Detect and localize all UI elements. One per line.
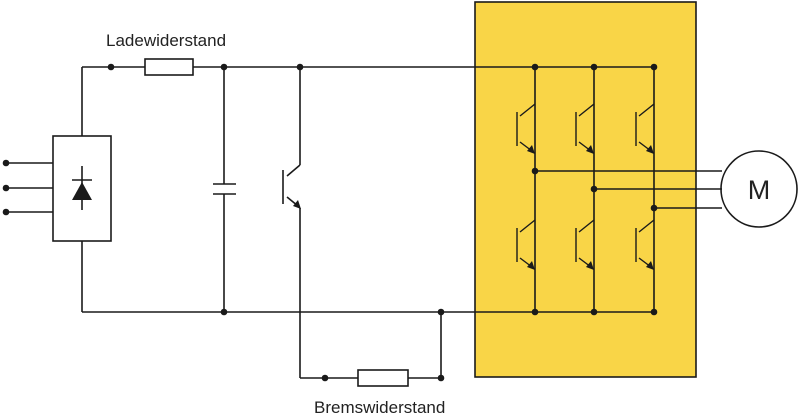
brake-chopper-transistor [282,67,301,378]
charging-resistor-label: Ladewiderstand [106,31,226,50]
braking-resistor-branch [300,312,445,382]
igbt-upper-3 [631,103,655,154]
charging-resistor [144,58,194,76]
igbt-lower-3 [631,219,655,270]
dc-link-capacitor [213,67,236,312]
bottom-dc-rail [81,241,654,316]
igbt-upper-1 [512,103,536,154]
braking-resistor [357,369,409,387]
braking-resistor-label: Bremswiderstand [314,398,445,415]
diode-icon [72,166,92,210]
rectifier [52,135,112,242]
igbt-upper-2 [571,103,595,154]
motor-phase-lines [531,167,722,212]
motor-label: M [748,175,771,205]
igbt-lower-2 [571,219,595,270]
igbt-lower-1 [512,219,536,270]
motor-symbol [720,150,798,228]
top-dc-rail [81,63,654,136]
input-phase-lines [2,159,53,216]
